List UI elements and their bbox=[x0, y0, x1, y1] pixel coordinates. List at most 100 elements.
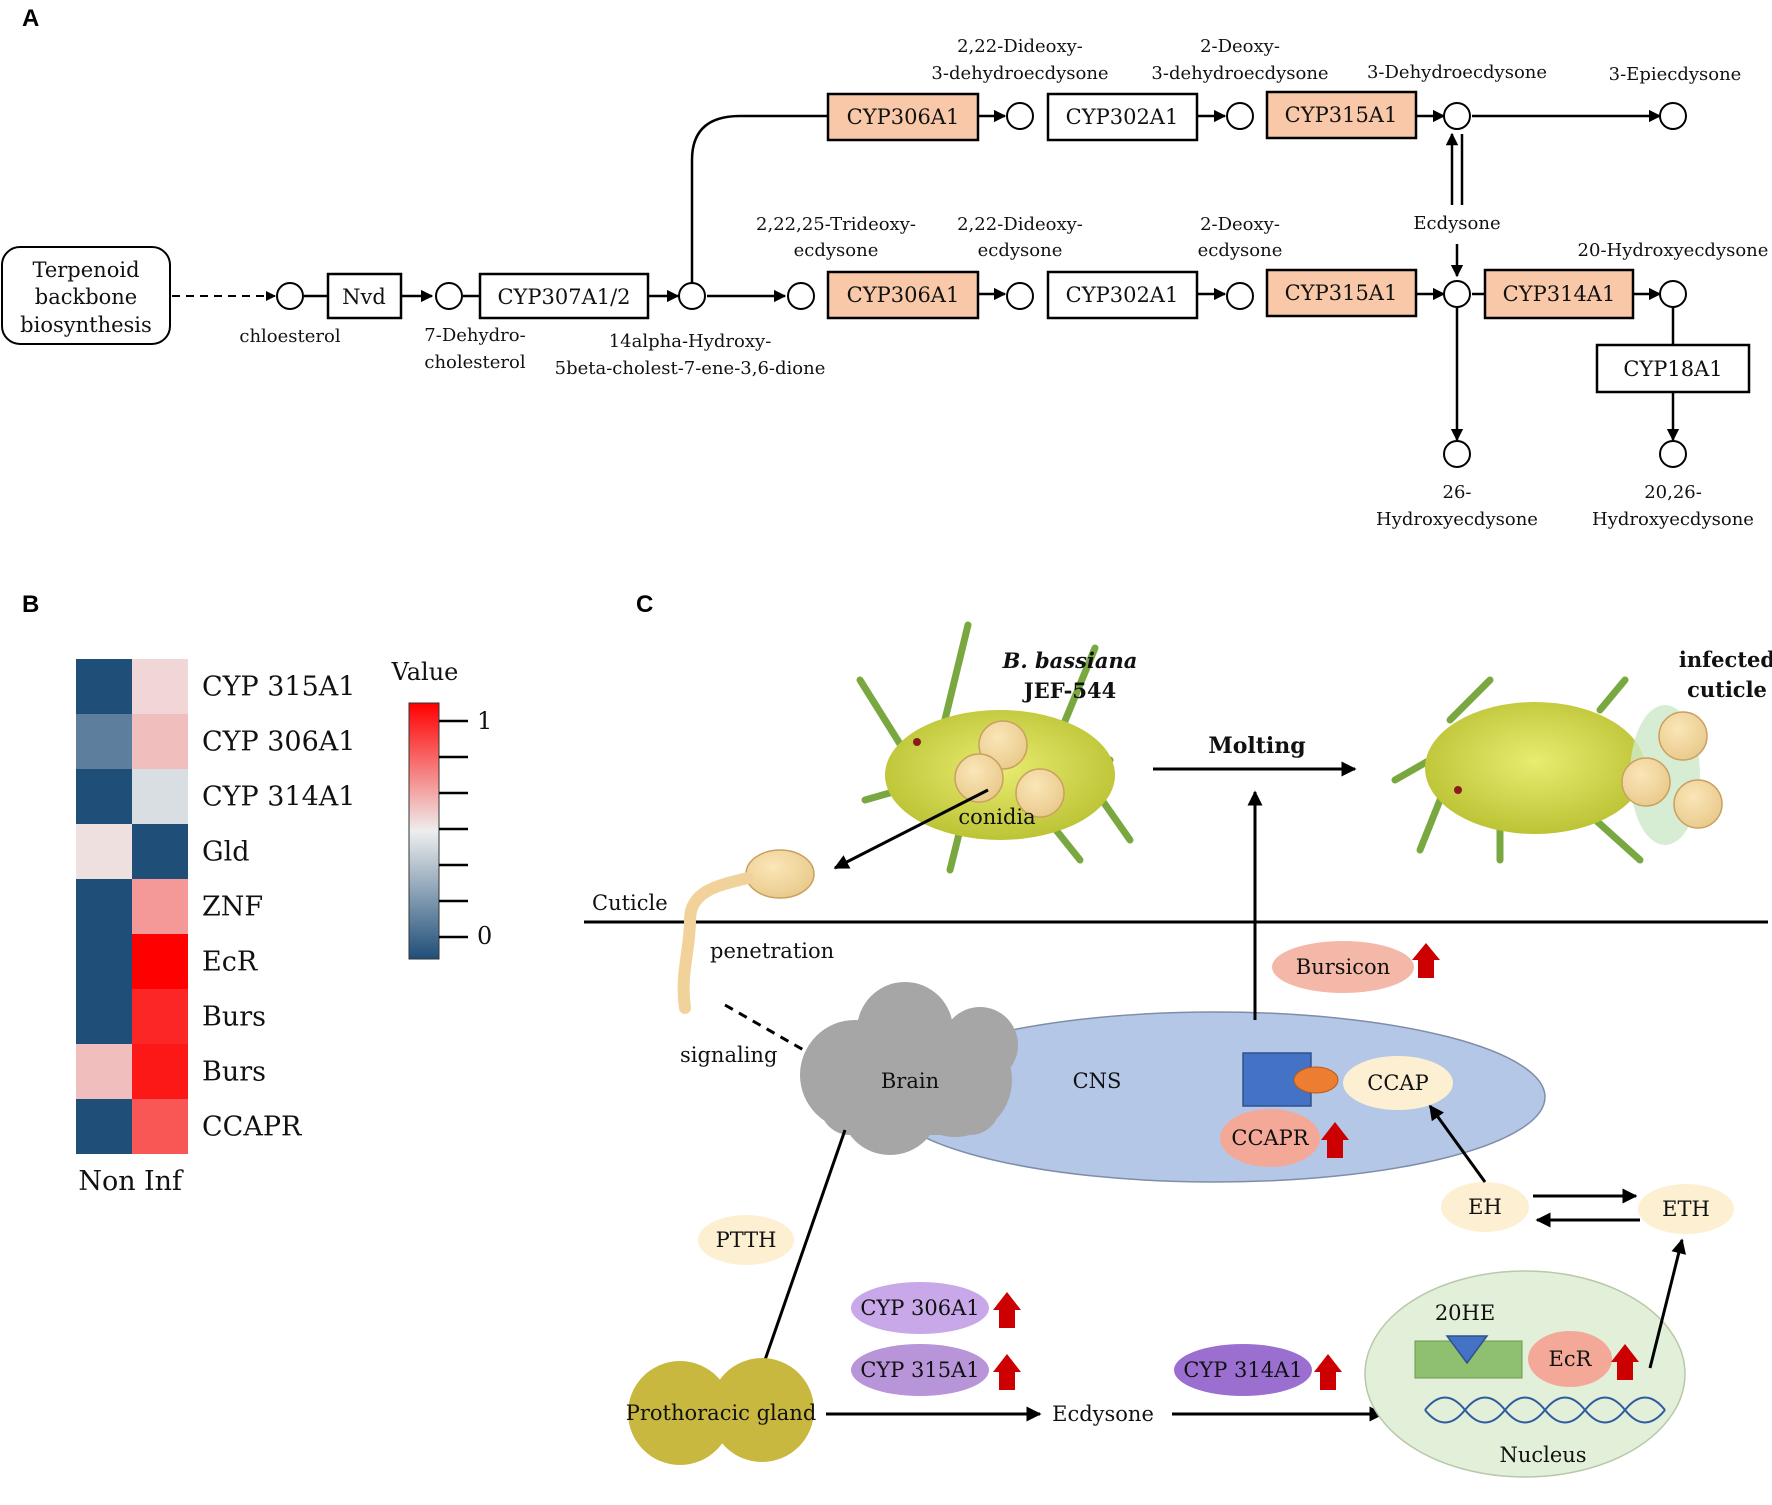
heatmap-colorbar bbox=[408, 702, 440, 960]
heatmap-cell bbox=[132, 824, 188, 879]
label-20-26-hydroxy-2: Hydroxyecdysone bbox=[1592, 509, 1754, 530]
colorbar-ticks bbox=[439, 719, 468, 939]
label-3-dehydroecdysone: 3-Dehydroecdysone bbox=[1367, 62, 1547, 83]
eh-label: EH bbox=[1468, 1195, 1502, 1219]
heatmap-cell bbox=[76, 769, 132, 824]
prothoracic-gland bbox=[628, 1358, 814, 1465]
heatmap-col-non: Non bbox=[78, 1166, 135, 1197]
node-deoxyecdysone bbox=[1226, 282, 1254, 310]
ptth-label: PTTH bbox=[716, 1228, 777, 1252]
cns-label: CNS bbox=[1073, 1069, 1122, 1093]
dna-helix bbox=[1424, 1396, 1666, 1424]
label-dehydro-1: 7-Dehydro- bbox=[424, 325, 525, 346]
label-cholesterol: chloesterol bbox=[239, 326, 340, 347]
infected-label-2: cuticle bbox=[1687, 677, 1767, 702]
node-3-dehydroecdysone bbox=[1443, 102, 1471, 130]
label-26-hydroxy-2: Hydroxyecdysone bbox=[1376, 509, 1538, 530]
enzyme-cyp307-label: CYP307A1/2 bbox=[497, 285, 630, 309]
enzyme-cyp314 bbox=[1483, 268, 1635, 320]
ccapr-up-arrow-icon bbox=[1321, 1122, 1349, 1158]
ccap-ligand bbox=[1293, 1066, 1339, 1094]
label-dehydro-2: cholesterol bbox=[424, 352, 525, 373]
ptth-oval bbox=[698, 1215, 794, 1265]
conidium-5 bbox=[1621, 757, 1671, 807]
heatmap-cell bbox=[76, 1099, 132, 1154]
panel-c: C B. bassiana JEF-544 conidia Moltin bbox=[584, 591, 1772, 1478]
panel-label-a: A bbox=[22, 5, 39, 32]
signaling-arrow bbox=[724, 1003, 837, 1070]
label-20-hydroxyecdysone: 20-Hydroxyecdysone bbox=[1578, 240, 1769, 261]
node-20-hydroxyecdysone bbox=[1659, 280, 1687, 308]
terpenoid-line3: biosynthesis bbox=[20, 313, 152, 337]
20he-label: 20HE bbox=[1435, 1301, 1495, 1325]
enzyme-top-cyp302 bbox=[1046, 92, 1199, 142]
20he-triangle-icon bbox=[1445, 1335, 1489, 1365]
cyp315-up-arrow-icon bbox=[993, 1354, 1021, 1390]
label-dideoxy-2: ecdysone bbox=[978, 240, 1063, 261]
colorbar-max: 1 bbox=[477, 707, 492, 735]
label-20-26-hydroxy-1: 20,26- bbox=[1644, 482, 1702, 503]
compound-labels: chloesterol 7-Dehydro- cholesterol 14alp… bbox=[239, 36, 1768, 530]
label-top-deoxy-2: 3-dehydroecdysone bbox=[1151, 63, 1328, 84]
label-deoxy-1: 2-Deoxy- bbox=[1200, 214, 1280, 235]
enzyme-nvd-label: Nvd bbox=[342, 285, 386, 309]
aphid-image-right bbox=[1391, 676, 1723, 864]
brain-label: Brain bbox=[881, 1069, 939, 1093]
node-26-hydroxyecdysone bbox=[1443, 440, 1471, 468]
enzyme-bottom-cyp315-label: CYP315A1 bbox=[1285, 281, 1398, 305]
ccap-oval bbox=[1343, 1056, 1453, 1110]
ccapr-label: CCAPR bbox=[1231, 1126, 1309, 1150]
heatmap-legend-title: Value bbox=[391, 658, 459, 686]
conidium-3 bbox=[1015, 768, 1065, 818]
enzyme-bottom-cyp306-label: CYP306A1 bbox=[847, 283, 960, 307]
heatmap-row-label: Gld bbox=[202, 837, 250, 868]
label-top-dideoxy-2: 3-dehydroecdysone bbox=[931, 63, 1108, 84]
terpenoid-box bbox=[1, 246, 171, 345]
cyp306-label: CYP 306A1 bbox=[860, 1296, 979, 1320]
panel-label-c: C bbox=[636, 591, 653, 618]
cyp306-oval bbox=[851, 1282, 989, 1334]
label-dideoxy-1: 2,22-Dideoxy- bbox=[957, 214, 1083, 235]
heatmap-cell bbox=[132, 1044, 188, 1099]
aphid-body-right bbox=[1425, 702, 1645, 834]
penetration-label: penetration bbox=[710, 939, 834, 963]
ccapr-oval bbox=[1220, 1109, 1320, 1167]
heatmap-row-label: Burs bbox=[202, 1002, 266, 1033]
label-deoxy-2: ecdysone bbox=[1198, 240, 1283, 261]
species-label-2: JEF-544 bbox=[1022, 678, 1116, 703]
label-hydroxy-2: 5beta-cholest-7-ene-3,6-dione bbox=[555, 358, 826, 379]
node-trideoxyecdysone bbox=[787, 282, 815, 310]
enzyme-cyp307 bbox=[478, 272, 650, 320]
cyp314-up-arrow-icon bbox=[1314, 1354, 1342, 1390]
eh-oval bbox=[1441, 1182, 1529, 1232]
label-3-epiecdysone: 3-Epiecdysone bbox=[1609, 64, 1742, 85]
panel-a: A Terpenoid backbone biosynthesis bbox=[1, 5, 1768, 530]
bursicon-up-arrow-icon bbox=[1412, 943, 1440, 978]
eh-to-ccap-arrow bbox=[1428, 1104, 1487, 1183]
brain-to-gland-arrow bbox=[755, 1129, 847, 1382]
ccap-label: CCAP bbox=[1367, 1071, 1428, 1095]
conidia-label: conidia bbox=[958, 805, 1035, 829]
enzyme-top-cyp306-label: CYP306A1 bbox=[847, 105, 960, 129]
enzyme-bottom-cyp302 bbox=[1046, 270, 1199, 320]
eth-oval bbox=[1638, 1184, 1734, 1234]
colorbar-min: 0 bbox=[477, 922, 492, 950]
cyp315-label: CYP 315A1 bbox=[860, 1358, 979, 1382]
compound-nodes bbox=[276, 102, 1687, 468]
cuticle-label: Cuticle bbox=[592, 891, 668, 915]
molting-label: Molting bbox=[1208, 733, 1305, 759]
enzyme-top-cyp315 bbox=[1265, 90, 1418, 140]
heatmap-cell bbox=[132, 714, 188, 769]
ecdysone-label: Ecdysone bbox=[1052, 1402, 1154, 1426]
cyp315-oval bbox=[851, 1344, 989, 1396]
node-14alpha-hydroxy bbox=[678, 282, 706, 310]
enzyme-top-cyp306 bbox=[826, 92, 980, 142]
heatmap-cell bbox=[76, 879, 132, 934]
brain-cloud bbox=[800, 982, 1018, 1155]
eth-label: ETH bbox=[1662, 1197, 1710, 1221]
cyp306-up-arrow-icon bbox=[993, 1292, 1021, 1328]
conidium-2 bbox=[954, 753, 1004, 803]
conidium-4 bbox=[1658, 711, 1708, 761]
cyp314-label: CYP 314A1 bbox=[1183, 1358, 1302, 1382]
